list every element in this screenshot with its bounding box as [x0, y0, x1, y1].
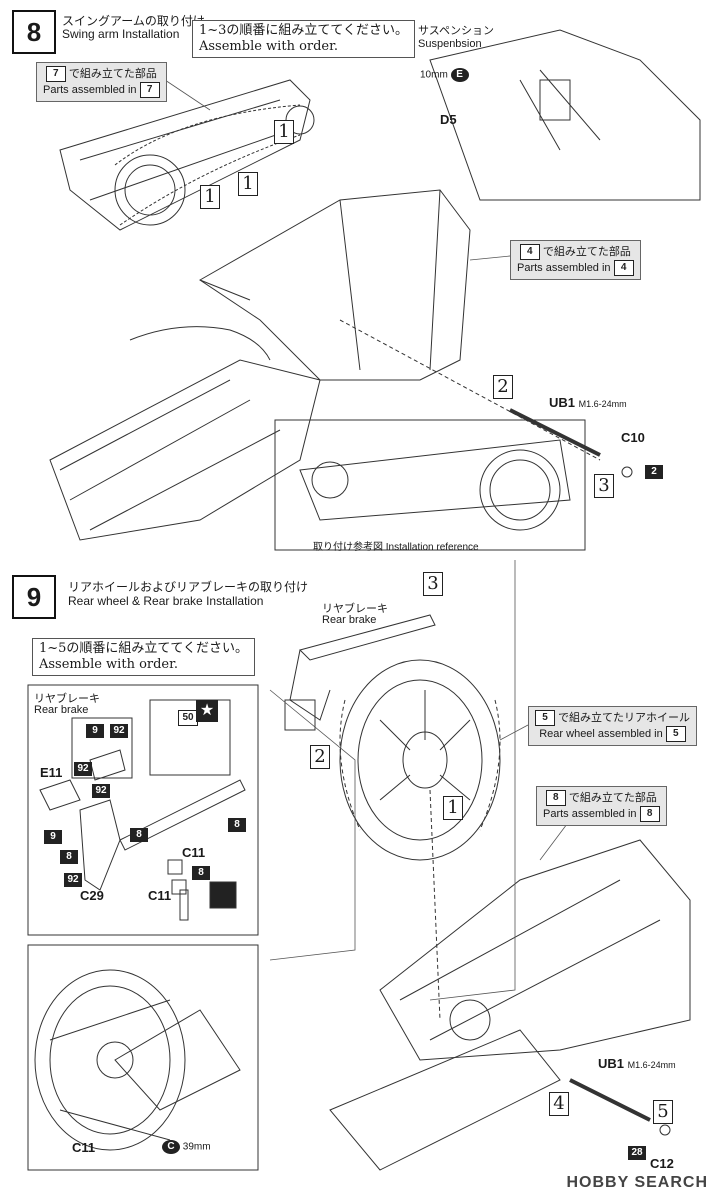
parts-assembled-in-4: 4 で組み立てた部品 Parts assembled in 4 — [510, 240, 641, 281]
parts-8-icon: 8 — [545, 790, 566, 807]
suspension-spec: 10mm E — [420, 68, 469, 82]
suspension-part-d5: D5 — [440, 112, 457, 127]
rear-wheel-assembled-in-5: 5 で組み立てたリアホイール Rear wheel assembled in 5 — [528, 706, 698, 747]
parts-5-icon-2: 5 — [665, 726, 686, 743]
installation-reference-caption: 取り付け参考図 Installation reference — [313, 538, 479, 553]
step-9-order-1: 1 — [443, 796, 463, 820]
parts-7-en: Parts assembled in — [43, 84, 137, 96]
bottom-c-icon: C — [162, 1140, 180, 1154]
ub1-step9: UB1 M1.6-24mm — [598, 1056, 676, 1071]
parts-7-icon-2: 7 — [139, 82, 160, 99]
installation-reference-jp: 取り付け参考図 — [313, 542, 383, 553]
part-c11-b: C11 — [148, 888, 172, 903]
inset-num-9a: 9 — [86, 724, 104, 738]
rear-brake-inset-jp: リヤブレーキ — [34, 692, 100, 705]
c12-label: C12 — [650, 1156, 674, 1171]
inset-num-8b: 8 — [130, 828, 148, 842]
inset-num-92a: 92 — [110, 724, 128, 738]
bottom-part-c11: C11 — [72, 1140, 96, 1155]
parts-5-en: Rear wheel assembled in — [539, 728, 663, 740]
step-8-number: 8 — [12, 10, 56, 54]
step-8-order-1c: 1 — [238, 172, 258, 196]
inset-num-8a: 8 — [60, 850, 78, 864]
ub1-step8-label: UB1 — [549, 395, 576, 410]
parts-4-icon-2: 4 — [613, 260, 634, 277]
c12-count: 28 — [628, 1146, 646, 1160]
inset-num-50: 50 — [178, 710, 198, 726]
parts-5-icon: 5 — [535, 710, 555, 727]
step-9-order-note-en: Assemble with order. — [39, 657, 179, 672]
part-c11-a: C11 — [182, 845, 206, 860]
parts-4-en: Parts assembled in — [517, 262, 611, 274]
step-8-title-jp: スイングアームの取り付け — [62, 14, 205, 28]
inset-num-8d: 8 — [192, 866, 210, 880]
step-8-order-1a: 1 — [274, 120, 294, 144]
part-e11: E11 — [40, 765, 63, 780]
step-9-number: 9 — [12, 575, 56, 619]
step-9-order-3: 3 — [423, 572, 443, 596]
step-8-order-3: 3 — [594, 474, 614, 498]
ub1-step9-label: UB1 — [598, 1056, 625, 1071]
suspension-e-icon: E — [450, 68, 469, 82]
parts-7-jp: で組み立てた部品 — [68, 67, 157, 80]
hobby-search-watermark: HOBBY SEARCH — [566, 1174, 708, 1191]
step-9-order-4: 4 — [549, 1092, 569, 1116]
step-8-title-en: Swing arm Installation — [62, 27, 180, 41]
step-9-order-note-jp: 1~5の順番に組み立ててください。 — [39, 641, 249, 656]
step-8-order-note: 1~3の順番に組み立ててください。 Assemble with order. — [192, 20, 416, 58]
parts-8-jp: で組み立てた部品 — [568, 791, 657, 804]
rear-brake-main-en: Rear brake — [322, 614, 377, 626]
parts-7-icon: 7 — [45, 66, 66, 83]
step-9-title-jp: リアホイールおよびリアブレーキの取り付け — [68, 580, 309, 594]
parts-assembled-in-7: 7 で組み立てた部品 Parts assembled in 7 — [36, 62, 167, 103]
parts-4-icon: 4 — [519, 244, 540, 261]
step-9-order-note: 1~5の順番に組み立ててください。 Assemble with order. — [32, 638, 256, 676]
inset-num-92d: 92 — [64, 873, 82, 887]
inset-num-92c: 92 — [92, 784, 110, 798]
part-c29: C29 — [80, 888, 104, 903]
suspension-label-jp: サスペンション — [418, 24, 495, 37]
ub1-step8: UB1 M1.6-24mm — [549, 395, 627, 410]
step-8-order-2: 2 — [493, 375, 513, 399]
step-8-order-note-jp: 1~3の順番に組み立ててください。 — [199, 23, 409, 38]
step-9-title-en: Rear wheel & Rear brake Installation — [68, 594, 264, 608]
step-9-order-5: 5 — [653, 1100, 673, 1124]
suspension-spec-text: 10mm — [420, 69, 448, 81]
parts-8-icon-2: 8 — [639, 806, 660, 823]
step-8-order-1b: 1 — [200, 185, 220, 209]
parts-assembled-in-8: 8 で組み立てた部品 Parts assembled in 8 — [536, 786, 667, 827]
star-icon: ★ — [196, 700, 218, 722]
step-8-order-note-en: Assemble with order. — [199, 39, 339, 54]
parts-8-en: Parts assembled in — [543, 808, 637, 820]
bottom-spec-text: 39mm — [182, 1141, 211, 1153]
inset-num-8c: 8 — [228, 818, 246, 832]
ub1-step8-spec: M1.6-24mm — [578, 399, 627, 409]
suspension-label-en: Suspenbsion — [418, 38, 482, 50]
bottom-spec: C 39mm — [162, 1140, 211, 1154]
rear-brake-inset-en: Rear brake — [34, 704, 89, 716]
rear-brake-main-jp: リヤブレーキ — [322, 602, 388, 615]
ub1-step9-spec: M1.6-24mm — [627, 1060, 676, 1070]
step-9-order-2: 2 — [310, 745, 330, 769]
parts-4-jp: で組み立てた部品 — [542, 245, 631, 258]
inset-num-92b: 92 — [74, 762, 92, 776]
inset-num-9b: 9 — [44, 830, 62, 844]
parts-5-jp: で組み立てたリアホイール — [558, 711, 691, 724]
c10-label: C10 — [621, 430, 645, 445]
installation-reference-en: Installation reference — [385, 542, 479, 553]
c10-count: 2 — [645, 465, 663, 479]
